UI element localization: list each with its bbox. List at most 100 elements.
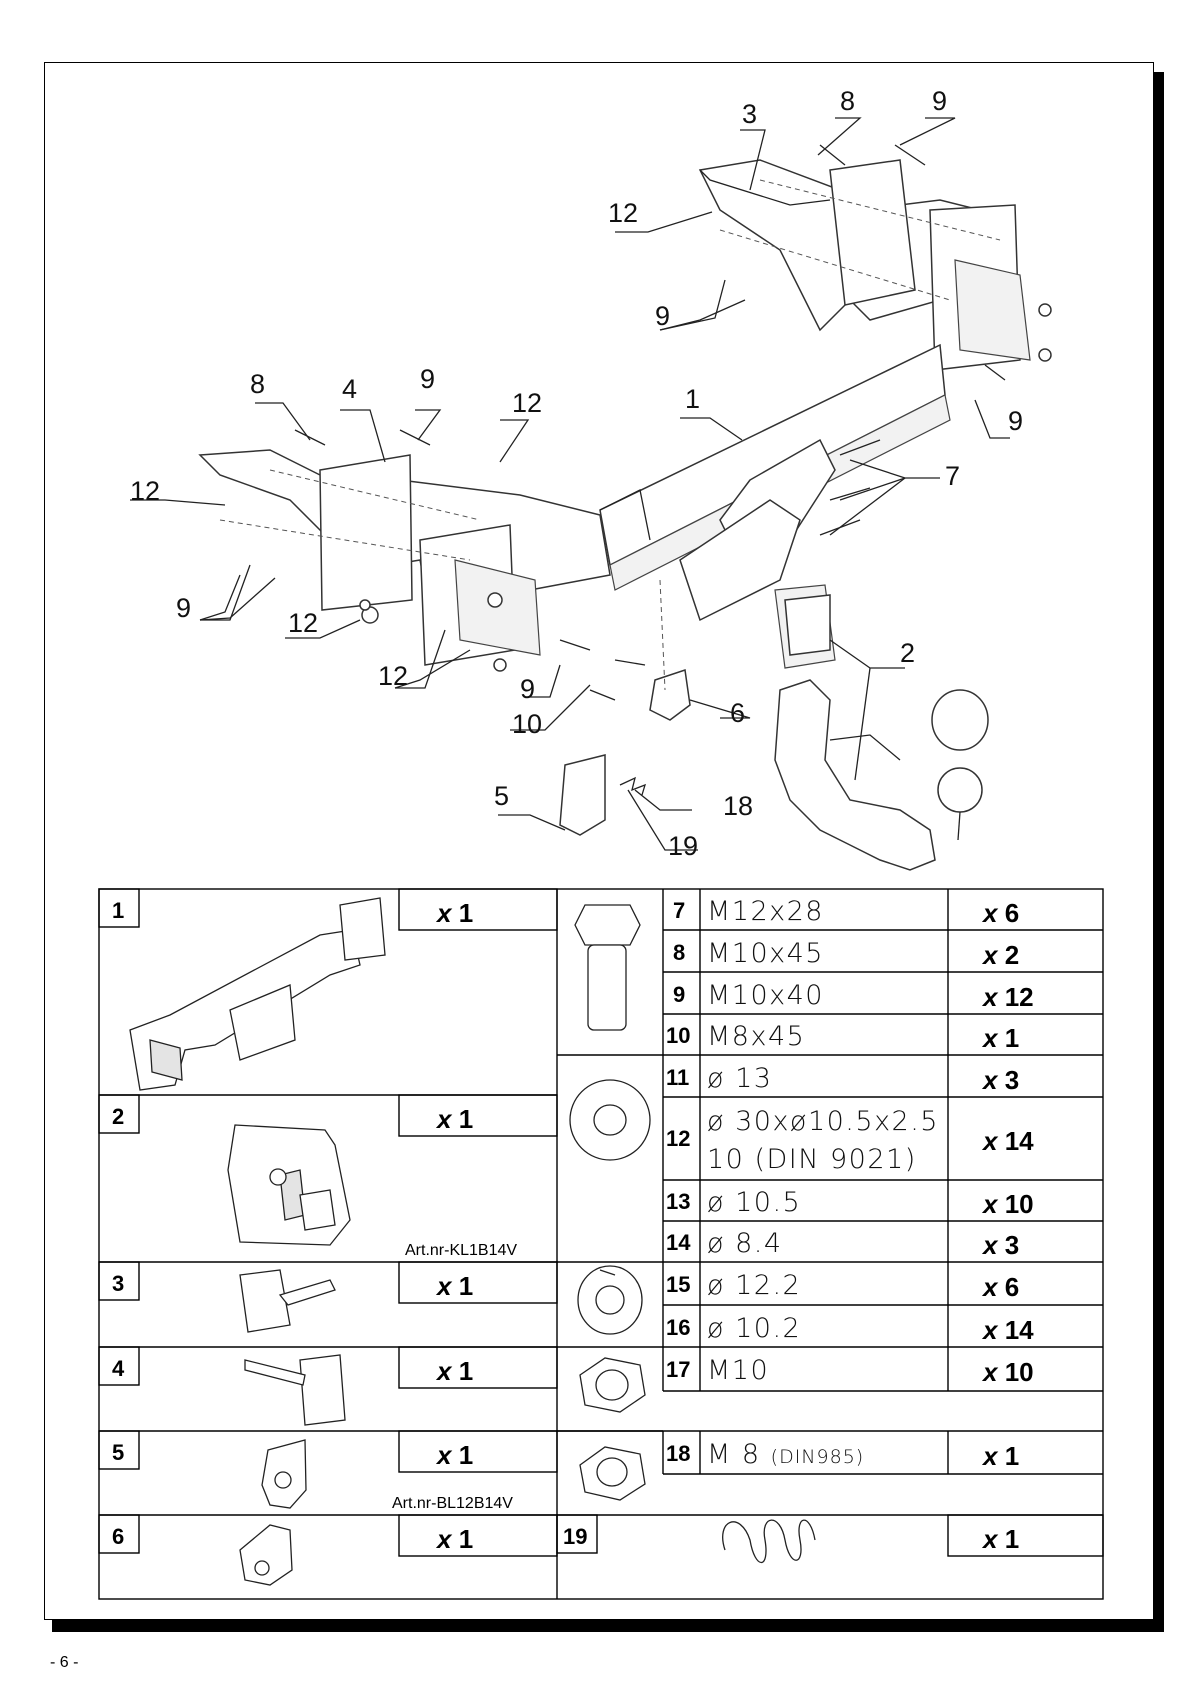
hardware-spec: ø 12.2: [707, 1270, 801, 1301]
hardware-qty: x 10: [981, 1357, 1034, 1387]
part-qty: x 1: [435, 1524, 473, 1554]
callout-9: 9: [520, 674, 535, 704]
callout-9: 9: [655, 301, 670, 331]
hardware-qty: x 12: [981, 982, 1034, 1012]
callout-12: 12: [378, 661, 408, 691]
assembly-lines: [219, 179, 1001, 691]
callout-9: 9: [932, 86, 947, 116]
callout-12: 12: [288, 608, 318, 638]
part-qty: x 1: [435, 1440, 473, 1470]
hardware-spec: ø 30xø10.5x2.5: [707, 1106, 939, 1137]
hardware-number: 16: [666, 1315, 690, 1340]
callout-12: 12: [130, 476, 160, 506]
article-number: Art.nr-BL12B14V: [392, 1495, 513, 1512]
hardware-number: 10: [666, 1023, 690, 1048]
callout-4: 4: [342, 374, 357, 404]
callout-8: 8: [250, 369, 265, 399]
callout-3: 3: [742, 99, 757, 129]
leader-lines: [130, 117, 1010, 851]
callout-7: 7: [945, 461, 960, 491]
hardware-qty: x 1: [981, 1524, 1019, 1554]
hardware-qty: x 14: [981, 1315, 1034, 1345]
bracket-right-3: [698, 159, 1031, 371]
exploded-assembly-diagram: 3 8 9 12 9 8 4 9 12 1 12 9 7 9 12 12 2 9…: [130, 86, 1052, 871]
hardware-spec: ø 13: [707, 1063, 772, 1094]
hardware-qty: x 14: [981, 1126, 1034, 1156]
hex-nut-icon: [579, 1357, 646, 1413]
hardware-number: 13: [666, 1189, 690, 1214]
hardware-spec: ø 10.5: [707, 1187, 801, 1218]
hardware-qty: x 3: [981, 1230, 1019, 1260]
hardware-number: 7: [673, 898, 685, 923]
callout-19: 19: [668, 831, 698, 861]
hardware-number: 15: [666, 1272, 690, 1297]
part-number: 2: [112, 1104, 124, 1129]
hardware-spec: M12x28: [707, 896, 824, 927]
hardware-spec: M10x45: [707, 938, 824, 969]
hardware-spec: ø 8.4: [707, 1228, 783, 1259]
bolt-icon: [574, 904, 641, 1031]
hardware-qty: x 1: [981, 1441, 1019, 1471]
callout-5: 5: [494, 781, 509, 811]
hardware-qty: x 3: [981, 1065, 1019, 1095]
center-mount: [679, 438, 836, 669]
callout-9: 9: [1008, 406, 1023, 436]
part-number: 3: [112, 1271, 124, 1296]
bracket-left-4: [198, 449, 611, 666]
callout-9: 9: [176, 593, 191, 623]
hardware-number: 18: [666, 1441, 690, 1466]
part-2-drawing: [227, 1124, 351, 1246]
part-number: 5: [112, 1440, 124, 1465]
part-5-drawing: [261, 1439, 307, 1509]
hardware-number: 8: [673, 940, 685, 965]
part-6-drawing: [239, 1524, 293, 1586]
hardware-spec-din: 10 (DIN 9021): [707, 1144, 917, 1175]
hardware-qty: x 2: [981, 940, 1019, 970]
page-number: - 6 -: [50, 1654, 79, 1671]
hardware-number: 14: [666, 1230, 691, 1255]
plates-5-6: [559, 669, 691, 836]
part-qty: x 1: [435, 1271, 473, 1301]
hardware-spec: M10: [707, 1355, 769, 1386]
callout-1: 1: [685, 384, 700, 414]
hardware-spec: M8x45: [707, 1021, 805, 1052]
hardware-rows: 7 M12x28 x 6 8 M10x45 x 2 9 M10x40 x 12 …: [563, 896, 1034, 1554]
hardware-spec: M 8 (DIN985): [707, 1439, 864, 1470]
hardware-number: 17: [666, 1357, 690, 1382]
callout-12: 12: [608, 198, 638, 228]
part-qty: x 1: [435, 1104, 473, 1134]
part-qty: x 1: [435, 1356, 473, 1386]
spring-icon: [722, 1519, 816, 1563]
hardware-qty: x 10: [981, 1189, 1034, 1219]
hardware-spec: ø 10.2: [707, 1313, 801, 1344]
hardware-qty: x 6: [981, 1272, 1019, 1302]
callout-8: 8: [840, 86, 855, 116]
ball-coupling-2: [774, 679, 989, 871]
callout-18: 18: [723, 791, 753, 821]
left-part-rows: 1 x 1 2 x 1 Art.nr-KL1B14V 3 x 1 4 x 1 5…: [112, 898, 517, 1554]
hardware-qty: x 6: [981, 898, 1019, 928]
bolts: [294, 144, 1052, 701]
lock-nut-icon: [579, 1446, 646, 1501]
table-grid: [98, 888, 1104, 1600]
callout-12: 12: [512, 388, 542, 418]
part-3-drawing: [239, 1269, 336, 1333]
part-number: 1: [112, 898, 124, 923]
part-number: 6: [112, 1524, 124, 1549]
part-qty: x 1: [435, 898, 473, 928]
hardware-number: 12: [666, 1126, 690, 1151]
callout-6: 6: [730, 698, 745, 728]
callout-10: 10: [512, 709, 542, 739]
hardware-number: 11: [666, 1065, 689, 1090]
washer-icon: [569, 1079, 651, 1161]
part-4-drawing: [244, 1354, 346, 1426]
part-number: 4: [112, 1356, 125, 1381]
hardware-qty: x 1: [981, 1023, 1019, 1053]
hardware-number: 9: [673, 982, 685, 1007]
callout-9: 9: [420, 364, 435, 394]
callout-2: 2: [900, 638, 915, 668]
spring-washer-icon: [577, 1265, 643, 1335]
article-number: Art.nr-KL1B14V: [405, 1242, 517, 1259]
hardware-spec: M10x40: [707, 980, 824, 1011]
